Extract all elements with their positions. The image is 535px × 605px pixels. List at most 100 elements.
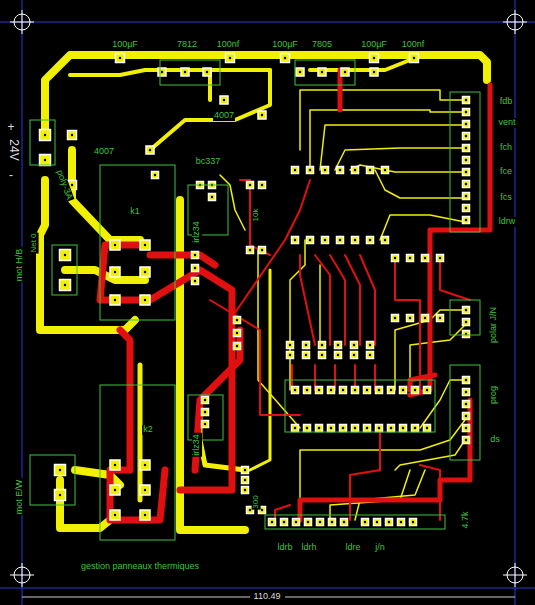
- copper-pad: [463, 331, 470, 338]
- drill-hole: [465, 219, 467, 221]
- drill-hole: [402, 427, 404, 429]
- silkscreen-label: 4.7k: [461, 510, 471, 529]
- drill-hole: [369, 169, 371, 171]
- drill-hole: [71, 134, 73, 136]
- drill-hole: [384, 169, 386, 171]
- drill-hole: [295, 521, 297, 523]
- drill-hole: [354, 169, 356, 171]
- copper-pad: [202, 409, 209, 416]
- drill-hole: [465, 195, 467, 197]
- drill-hole: [318, 427, 320, 429]
- drill-hole: [465, 403, 467, 405]
- copper-pad: [400, 387, 407, 394]
- copper-pad: [192, 252, 199, 259]
- copper-pad: [370, 68, 378, 76]
- copper-pad: [463, 145, 470, 152]
- silkscreen-label: Net 0: [30, 232, 39, 253]
- copper-pad: [60, 280, 71, 291]
- drill-hole: [144, 464, 146, 466]
- copper-pad: [398, 519, 405, 526]
- drill-hole: [321, 344, 323, 346]
- copper-pad: [110, 240, 120, 250]
- silkscreen-label: bc337: [195, 157, 222, 167]
- copper-pad: [146, 146, 154, 154]
- copper-pad: [386, 519, 393, 526]
- drill-hole: [412, 521, 414, 523]
- copper-pad: [318, 68, 326, 76]
- copper-pad: [388, 387, 395, 394]
- drill-hole: [426, 427, 428, 429]
- copper-pad: [400, 425, 407, 432]
- copper-pad: [424, 425, 431, 432]
- drill-hole: [261, 114, 263, 116]
- copper-pad: [367, 342, 374, 349]
- silkscreen-label: 110.49: [253, 592, 282, 602]
- drill-hole: [71, 184, 73, 186]
- copper-pad: [388, 425, 395, 432]
- copper-pad: [352, 387, 359, 394]
- drill-hole: [236, 319, 238, 321]
- copper-pad: [463, 157, 470, 164]
- copper-pad: [140, 460, 150, 470]
- silkscreen-label: 4007: [213, 111, 235, 121]
- drill-hole: [369, 354, 371, 356]
- drill-hole: [369, 344, 371, 346]
- drill-hole: [409, 317, 411, 319]
- drill-hole: [305, 344, 307, 346]
- copper-pad: [463, 133, 470, 140]
- drill-hole: [337, 344, 339, 346]
- silkscreen-label: 100nf: [216, 40, 241, 50]
- drill-hole: [465, 309, 467, 311]
- copper-pad: [463, 169, 470, 176]
- drill-hole: [414, 389, 416, 391]
- copper-pad: [192, 265, 199, 272]
- drill-hole: [294, 239, 296, 241]
- silkscreen-label: +: [6, 121, 15, 134]
- drill-hole: [390, 427, 392, 429]
- drill-hole: [204, 399, 206, 401]
- drill-hole: [249, 184, 251, 186]
- drill-hole: [249, 249, 251, 251]
- copper-pad: [392, 315, 399, 322]
- copper-pad: [341, 68, 349, 76]
- drill-hole: [344, 71, 346, 73]
- copper-pad: [463, 307, 470, 314]
- silkscreen-label: ldrw: [498, 217, 517, 227]
- copper-pad: [259, 247, 266, 254]
- drill-hole: [353, 354, 355, 356]
- copper-pad: [247, 182, 254, 189]
- drill-hole: [309, 239, 311, 241]
- copper-pad: [328, 387, 335, 394]
- silkscreen-outlines: [30, 60, 480, 540]
- copper-pad: [220, 96, 228, 104]
- copper-pad: [110, 460, 120, 470]
- drill-hole: [465, 439, 467, 441]
- copper-pad: [463, 121, 470, 128]
- copper-pad: [376, 387, 383, 394]
- copper-pad: [463, 425, 470, 432]
- copper-pad: [351, 352, 358, 359]
- copper-pad: [303, 342, 310, 349]
- drill-hole: [299, 71, 301, 73]
- drill-hole: [64, 254, 66, 256]
- copper-pad: [410, 519, 417, 526]
- copper-pad: [422, 255, 429, 262]
- drill-hole: [390, 389, 392, 391]
- drill-hole: [400, 521, 402, 523]
- copper-pad: [463, 319, 470, 326]
- copper-pad: [367, 237, 374, 244]
- drill-hole: [64, 284, 66, 286]
- copper-pad: [463, 205, 470, 212]
- drill-hole: [184, 71, 186, 73]
- drill-hole: [305, 354, 307, 356]
- copper-pad: [328, 425, 335, 432]
- copper-pad: [292, 387, 299, 394]
- drill-hole: [388, 521, 390, 523]
- drill-hole: [44, 134, 46, 136]
- copper-pad: [374, 519, 381, 526]
- drill-hole: [465, 391, 467, 393]
- drill-hole: [289, 354, 291, 356]
- copper-pad: [242, 487, 249, 494]
